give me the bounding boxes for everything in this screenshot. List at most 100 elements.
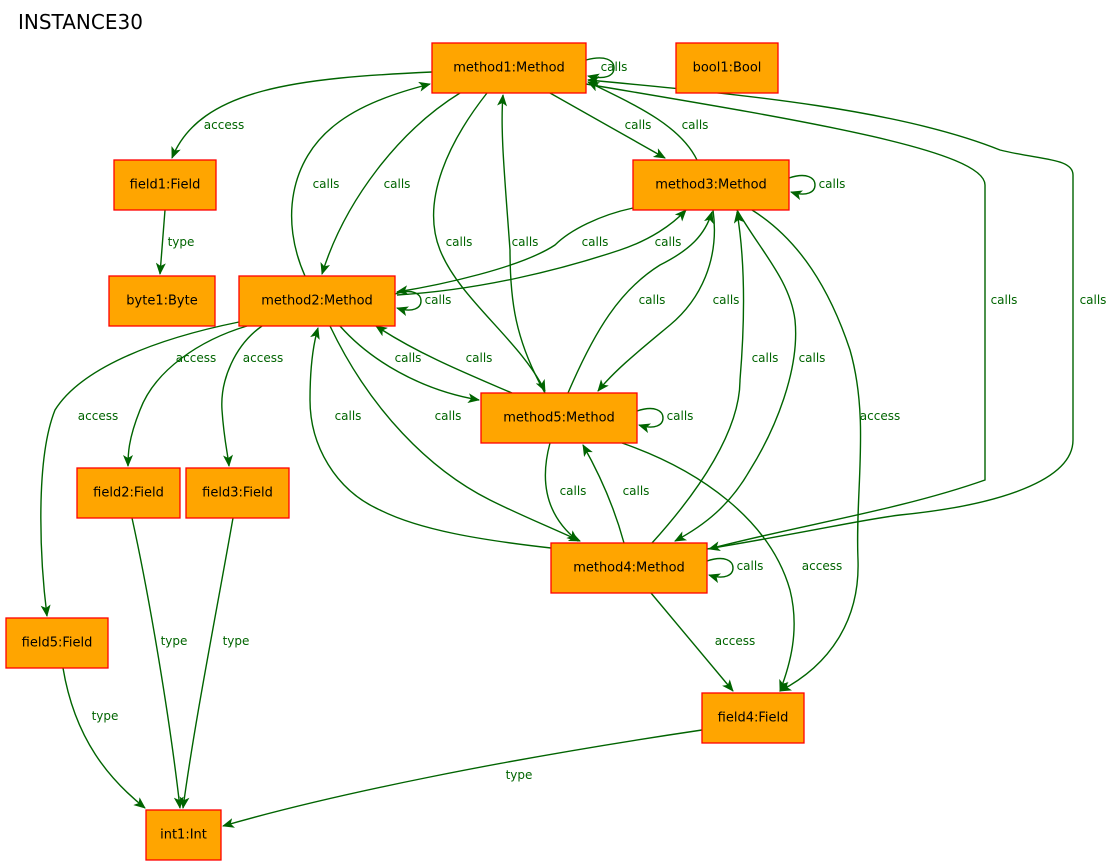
node-method1[interactable]: method1:Method <box>431 42 587 94</box>
edge-line <box>131 517 184 809</box>
node-bool1[interactable]: bool1:Bool <box>675 42 779 94</box>
node-label: int1:Int <box>160 828 207 843</box>
edge-method3-method1: calls <box>587 81 708 161</box>
node-label: method3:Method <box>655 178 767 193</box>
edge-line <box>171 71 433 159</box>
edge-line <box>40 321 240 617</box>
edge-method2-method3: calls <box>396 209 687 296</box>
node-method5[interactable]: method5:Method <box>480 392 638 444</box>
edge-line <box>394 290 422 317</box>
edge-line <box>375 325 513 394</box>
node-box <box>701 692 805 744</box>
node-label: method4:Method <box>573 561 685 576</box>
edge-label: type <box>223 634 250 648</box>
node-field2[interactable]: field2:Field <box>76 467 181 519</box>
edge-method5-method5: calls <box>636 407 694 434</box>
edge-method3-method2: calls <box>396 207 634 296</box>
edge-line <box>582 444 625 544</box>
edge-method1-method2: calls <box>320 92 461 275</box>
node-label: field3:Field <box>202 486 273 501</box>
edge-method3-method4: calls <box>674 209 825 542</box>
edge-line <box>179 517 234 809</box>
edge-label: access <box>78 409 118 423</box>
edge-line <box>309 327 552 549</box>
edge-method4-method2: calls <box>309 327 552 549</box>
edge-method1-method1: calls <box>585 57 627 84</box>
node-field4[interactable]: field4:Field <box>701 692 805 744</box>
edge-line <box>222 729 703 828</box>
node-field3[interactable]: field3:Field <box>185 467 290 519</box>
edge-label: access <box>802 559 842 573</box>
node-method2[interactable]: method2:Method <box>238 275 396 327</box>
node-label: field1:Field <box>130 178 201 193</box>
node-box <box>108 275 216 327</box>
edge-label: calls <box>752 351 779 365</box>
edge-line <box>585 83 986 552</box>
edge-line <box>587 76 1074 550</box>
edge-line <box>585 57 615 84</box>
edge-line <box>544 442 579 542</box>
edge-label: calls <box>991 293 1018 307</box>
node-label: field4:Field <box>718 711 789 726</box>
edge-label: calls <box>667 409 694 423</box>
edge-line <box>751 209 862 692</box>
edge-label: calls <box>560 484 587 498</box>
edge-label: calls <box>1080 293 1107 307</box>
edge-label: calls <box>582 235 609 249</box>
edge-method1-method5: calls <box>432 92 546 392</box>
edge-line <box>329 325 581 542</box>
node-box <box>632 159 790 211</box>
edge-method2-field2: access <box>123 325 248 467</box>
node-box <box>5 617 109 669</box>
edge-line <box>396 207 634 296</box>
edge-method5-method3: calls <box>567 211 714 394</box>
node-method4[interactable]: method4:Method <box>550 542 708 594</box>
edge-line <box>706 557 734 584</box>
edge-line <box>396 209 687 296</box>
edge-label: access <box>176 351 216 365</box>
nodes-layer: method1:Method bool1:Bool field1:Field meth… <box>5 42 805 861</box>
edge-label: calls <box>655 235 682 249</box>
edge-line <box>636 407 664 434</box>
node-label: field2:Field <box>93 486 164 501</box>
node-label: byte1:Byte <box>126 294 197 309</box>
node-label: method2:Method <box>261 294 373 309</box>
node-box <box>76 467 181 519</box>
edge-field1-byte1: type <box>155 209 194 275</box>
node-box <box>431 42 587 94</box>
node-byte1[interactable]: byte1:Byte <box>108 275 216 327</box>
edge-label: calls <box>335 409 362 423</box>
edge-label: access <box>860 409 900 423</box>
edge-field5-int1: type <box>62 667 146 809</box>
node-label: method5:Method <box>503 411 615 426</box>
edge-label: calls <box>313 177 340 191</box>
edge-label: calls <box>466 351 493 365</box>
edge-method1-field1: access <box>171 71 433 159</box>
edge-label: calls <box>639 293 666 307</box>
node-field5[interactable]: field5:Field <box>5 617 109 669</box>
edge-method2-method5: calls <box>339 325 480 404</box>
edge-label: calls <box>395 351 422 365</box>
edge-method4-method5: calls <box>582 444 650 544</box>
edge-method2-method4: calls <box>329 325 581 542</box>
node-box <box>550 542 708 594</box>
edge-field4-int1: type <box>222 729 703 828</box>
edge-method3-field4: access <box>751 209 900 692</box>
edge-line <box>567 211 714 394</box>
node-method3[interactable]: method3:Method <box>632 159 790 211</box>
node-box <box>675 42 779 94</box>
edge-line <box>788 174 816 201</box>
edge-method1-method3: calls <box>549 92 666 159</box>
edge-method3-method3: calls <box>788 174 845 201</box>
edge-label: calls <box>713 293 740 307</box>
edge-line <box>290 81 431 277</box>
edge-label: calls <box>623 484 650 498</box>
edge-line <box>155 209 166 275</box>
edge-label: type <box>506 768 533 782</box>
edge-method1-method4: calls <box>585 83 1018 552</box>
node-box <box>145 809 222 861</box>
node-field1[interactable]: field1:Field <box>113 159 217 211</box>
node-int1[interactable]: int1:Int <box>145 809 222 861</box>
edge-label: access <box>204 118 244 132</box>
